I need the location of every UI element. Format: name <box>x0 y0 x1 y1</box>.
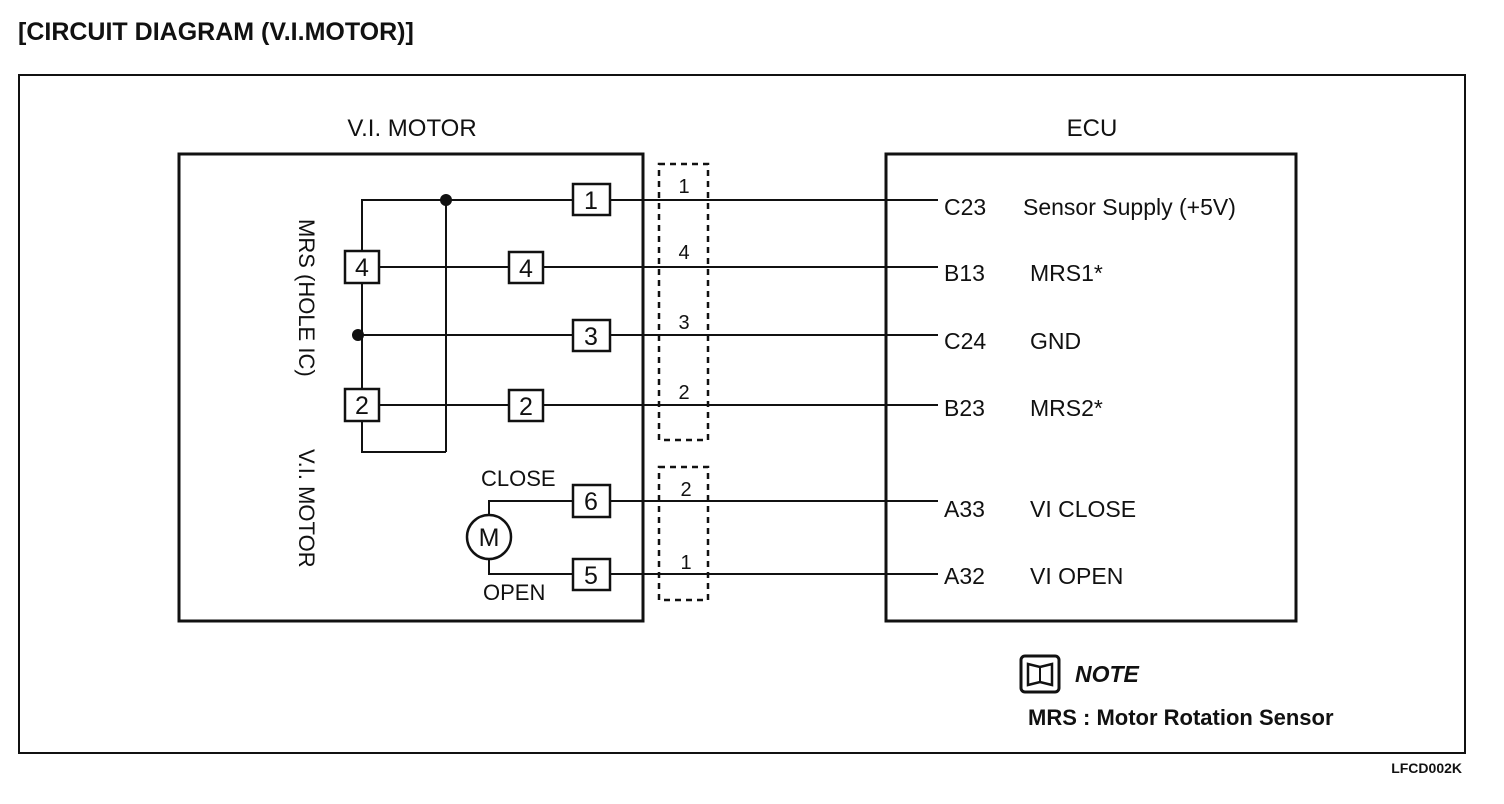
motor-symbol <box>465 513 513 561</box>
sensor-pin: 4 <box>343 249 381 285</box>
connector-pin: 3 <box>678 312 689 334</box>
ecu-terminal-signal: MRS1* <box>1030 260 1103 286</box>
motor-pin: 3 <box>571 318 612 353</box>
svg-text:5: 5 <box>584 562 598 590</box>
note-label: NOTE <box>1075 661 1140 687</box>
page-title: [CIRCUIT DIAGRAM (V.I.MOTOR)] <box>18 18 414 46</box>
ecu-terminal-signal: Sensor Supply (+5V) <box>1023 194 1236 220</box>
junction-dot <box>440 194 452 206</box>
motor-pin: 4 <box>507 250 545 285</box>
svg-text:4: 4 <box>355 254 369 282</box>
ecu-terminal-signal: MRS2* <box>1030 395 1103 421</box>
sensor-wiring <box>352 194 572 453</box>
sensor-pin: 2 <box>343 387 381 423</box>
ecu-terminal-pin: A32 <box>944 563 985 589</box>
svg-text:2: 2 <box>355 392 369 420</box>
svg-text:2: 2 <box>519 393 533 421</box>
motor-block-heading: V.I. MOTOR <box>347 115 476 142</box>
connector-pin: 1 <box>678 176 689 198</box>
book-icon <box>1019 654 1061 694</box>
ecu-terminal-pin: B13 <box>944 260 985 286</box>
connector-lower <box>657 465 710 602</box>
diagram-frame <box>18 74 1466 754</box>
svg-text:6: 6 <box>584 488 598 516</box>
svg-text:1: 1 <box>584 187 598 215</box>
connector-pin: 4 <box>678 242 689 264</box>
connector-pin: 2 <box>680 479 691 501</box>
open-label: OPEN <box>483 580 545 605</box>
svg-text:3: 3 <box>584 323 598 351</box>
junction-dot <box>352 329 364 341</box>
ecu-box <box>884 152 1298 623</box>
motor-pin: 5 <box>571 557 612 592</box>
ecu-terminal-signal: VI OPEN <box>1030 563 1123 589</box>
note-text: MRS : Motor Rotation Sensor <box>1028 705 1334 730</box>
motor-pin: 1 <box>571 182 612 217</box>
connector-pin: 2 <box>678 382 689 404</box>
motor-block-box <box>177 152 645 623</box>
ecu-heading: ECU <box>1067 115 1118 142</box>
harness-wires <box>543 199 938 575</box>
ecu-terminal-pin: C23 <box>944 194 986 220</box>
sensor-label: MRS (HOLE IC) <box>294 219 319 377</box>
connector-upper <box>657 162 710 442</box>
connector-pin: 1 <box>680 552 691 574</box>
ecu-terminal-pin: A33 <box>944 496 985 522</box>
close-label: CLOSE <box>481 466 556 491</box>
motor-wiring: M CLOSE OPEN <box>465 466 572 605</box>
ecu-terminal-pin: B23 <box>944 395 985 421</box>
figure-code: LFCD002K <box>1391 760 1462 776</box>
motor-label: V.I. MOTOR <box>294 449 319 568</box>
ecu-terminal-pin: C24 <box>944 328 986 354</box>
ecu-terminal-signal: GND <box>1030 328 1081 354</box>
ecu-terminals: C23 Sensor Supply (+5V) B13 MRS1* C24 GN… <box>944 194 1236 589</box>
ecu-terminal-signal: VI CLOSE <box>1030 496 1136 522</box>
motor-pin: 6 <box>571 483 612 519</box>
motor-pin: 2 <box>507 388 545 423</box>
svg-text:4: 4 <box>519 255 533 283</box>
motor-symbol-label: M <box>479 524 500 552</box>
